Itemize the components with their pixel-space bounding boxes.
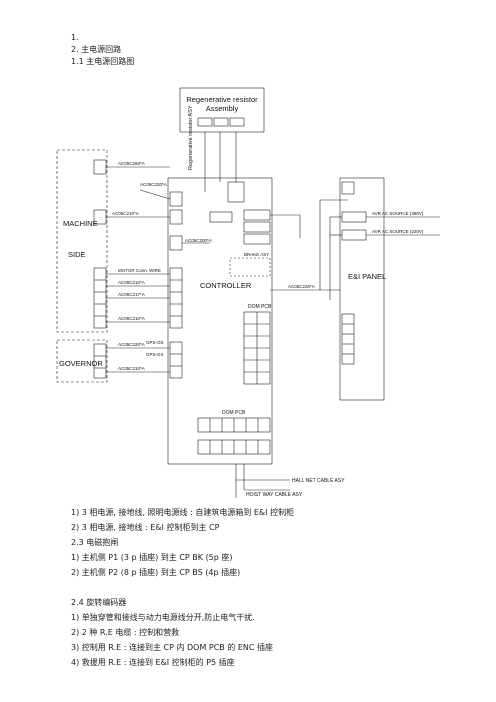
regen-vertical-label: Regenerative resistor ASY (188, 105, 194, 170)
side-label: SIDE (68, 250, 86, 259)
cable-label-1: AC05C220*A (140, 182, 167, 187)
cable-label-4: AC05C210*A (118, 280, 145, 285)
power-source-380: AVR AC SOURCE (380V) (372, 211, 424, 216)
regen-subtitle: Assembly (206, 104, 239, 113)
machine-side-box (56, 149, 108, 333)
gov-switch2-label: GPS-GS (146, 352, 164, 357)
cable-label-7: AC05C220*A (118, 342, 145, 347)
ei-panel-label: E&I PANEL (348, 272, 386, 281)
power-source-220: AVR AC SOURCE (220V) (372, 229, 424, 234)
governor-box (56, 339, 108, 383)
body-line-7: 3) 控制用 R.E : 连接到主 CP 内 DOM PCB 的 ENC 插座 (71, 643, 274, 652)
dom-pcb-bottom-label: DOM PCB (222, 410, 246, 416)
body-line-8: 4) 救援用 R.E : 连接到 E&I 控制柜的 P5 插座 (71, 658, 235, 667)
heading-2: 2. 主电源回路 (71, 45, 122, 54)
hall-cable-label: HALL NET CABLE ASY (292, 478, 345, 484)
cable-label-9: AC05C226*A (288, 284, 315, 289)
body-line-4: 2) 主机侧 P2 (8 p 插座) 到主 CP BS (4p 插座) (71, 568, 241, 577)
regen-title: Regenerative resistor (186, 95, 258, 104)
body-line-2: 2) 3 相电源, 接地线 : E&I 控制柜到主 CP (71, 523, 220, 532)
motor-cable-label: MOTOR Conn. WIRE (118, 268, 161, 273)
body-line-5: 1) 单独穿管和接线与动力电源线分开,防止电气干扰. (71, 613, 255, 622)
brake-label: BRAKE ASY (244, 252, 269, 257)
heading-1: 1. (71, 33, 79, 42)
body-line-1: 1) 3 相电源, 接地线, 照明电源线 : 自建筑电源箱到 E&I 控制柜 (71, 508, 295, 517)
cable-label-3: AC05C200*A (185, 238, 212, 243)
body-line-3: 1) 主机侧 P1 (3 p 插座) 到主 CP BK (5p 座) (71, 553, 233, 562)
hoist-cable-label: HOIST WAY CABLE ASY (246, 492, 303, 498)
cable-label-6: AC05C210*A (118, 316, 145, 321)
controller-label: CONTROLLER (200, 281, 252, 290)
controller-box (167, 177, 273, 465)
cable-label-5: AC05C217*A (118, 292, 145, 297)
section-2-3: 2.3 电磁抱闸 (71, 538, 119, 547)
dom-pcb-label: DOM PCB (248, 304, 272, 310)
ei-panel-box (339, 177, 385, 401)
governor-label: GOVERNOR (59, 359, 103, 368)
heading-1-1: 1.1 主电源回路图 (71, 57, 135, 66)
cable-label-0: AC05C260*A (118, 161, 145, 166)
body-line-6: 2) 2 种 R.E 电缆 : 控制和营救 (71, 628, 180, 637)
machine-label: MACHINE (63, 219, 98, 228)
brake-box (229, 257, 271, 277)
gov-switch-label: GPS-OS (146, 340, 164, 345)
section-2-4: 2.4 旋转编码器 (71, 598, 127, 607)
cable-label-2: AC05C210*A (112, 211, 139, 216)
regen-resistor-box (179, 87, 265, 133)
cable-label-8: AC05C210*A (118, 366, 145, 371)
